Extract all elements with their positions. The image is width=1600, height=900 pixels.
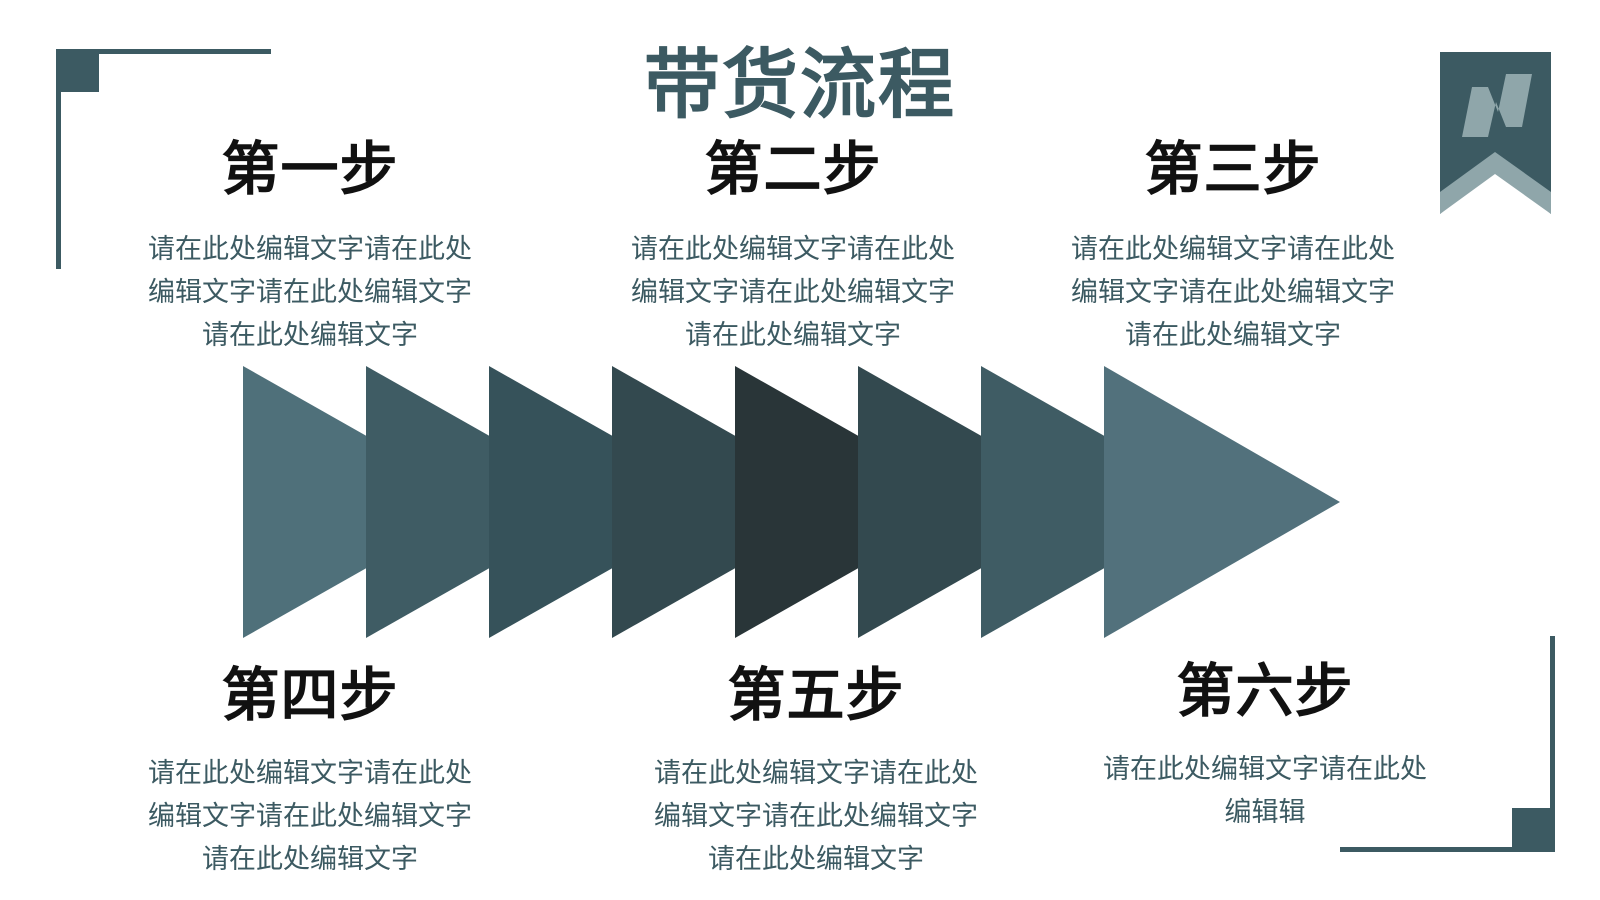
step-3-desc-line: 请在此处编辑文字 [1125, 320, 1341, 351]
arrow-segment-5 [735, 366, 975, 638]
arrow-segment-3 [489, 366, 729, 638]
arrow-segment-6 [858, 366, 1098, 638]
corner-top-left-square [56, 49, 99, 92]
step-4-title: 第四步 [221, 661, 399, 729]
step-5-title: 第五步 [727, 661, 905, 729]
step-5-desc: 请在此处编辑文字请在此处 编辑文字请在此处编辑文字 请在此处编辑文字 [621, 752, 1011, 881]
step-2-desc-line: 请在此处编辑文字 [685, 320, 901, 351]
step-1-desc: 请在此处编辑文字请在此处 编辑文字请在此处编辑文字 请在此处编辑文字 [115, 228, 505, 357]
step-6-title: 第六步 [1176, 657, 1354, 725]
step-3-desc-line: 编辑文字请在此处编辑文字 [1071, 277, 1395, 308]
step-3-desc: 请在此处编辑文字请在此处 编辑文字请在此处编辑文字 请在此处编辑文字 [1038, 228, 1428, 357]
corner-bottom-right-line-vertical [1550, 636, 1555, 852]
step-3-title: 第三步 [1144, 135, 1322, 203]
step-6-desc-line: 编辑辑 [1224, 797, 1306, 828]
step-5-desc-line: 请在此处编辑文字请在此处 [654, 758, 978, 789]
step-1-desc-line: 请在此处编辑文字请在此处 [148, 234, 472, 265]
step-4-desc: 请在此处编辑文字请在此处 编辑文字请在此处编辑文字 请在此处编辑文字 [115, 752, 505, 881]
arrow-segment-8 [1104, 366, 1340, 638]
step-4-desc-line: 编辑文字请在此处编辑文字 [148, 801, 472, 832]
corner-top-left-line-horizontal [56, 49, 271, 54]
step-3-desc-line: 请在此处编辑文字请在此处 [1071, 234, 1395, 265]
arrow-segment-1 [243, 366, 483, 638]
step-5-desc-line: 请在此处编辑文字 [708, 844, 924, 875]
arrow-segment-2 [366, 366, 606, 638]
corner-top-left-line-vertical [56, 49, 61, 269]
step-6-desc-line: 请在此处编辑文字请在此处 [1103, 754, 1427, 785]
step-5-desc-line: 编辑文字请在此处编辑文字 [654, 801, 978, 832]
arrow-segment-4 [612, 366, 852, 638]
page-title: 带货流程 [644, 40, 956, 129]
step-1-title: 第一步 [221, 135, 399, 203]
corner-bottom-right-square [1512, 808, 1555, 852]
corner-bottom-right-line-horizontal [1340, 847, 1555, 852]
arrow-segment-7 [981, 366, 1221, 638]
step-6-desc: 请在此处编辑文字请在此处 编辑辑 [1070, 748, 1460, 834]
step-2-desc-line: 请在此处编辑文字请在此处 [631, 234, 955, 265]
step-1-desc-line: 编辑文字请在此处编辑文字 [148, 277, 472, 308]
step-4-desc-line: 请在此处编辑文字 [202, 844, 418, 875]
step-2-desc: 请在此处编辑文字请在此处 编辑文字请在此处编辑文字 请在此处编辑文字 [598, 228, 988, 357]
step-1-desc-line: 请在此处编辑文字 [202, 320, 418, 351]
step-4-desc-line: 请在此处编辑文字请在此处 [148, 758, 472, 789]
step-2-desc-line: 编辑文字请在此处编辑文字 [631, 277, 955, 308]
step-2-title: 第二步 [704, 135, 882, 203]
bookmark-n-icon [1440, 52, 1551, 214]
